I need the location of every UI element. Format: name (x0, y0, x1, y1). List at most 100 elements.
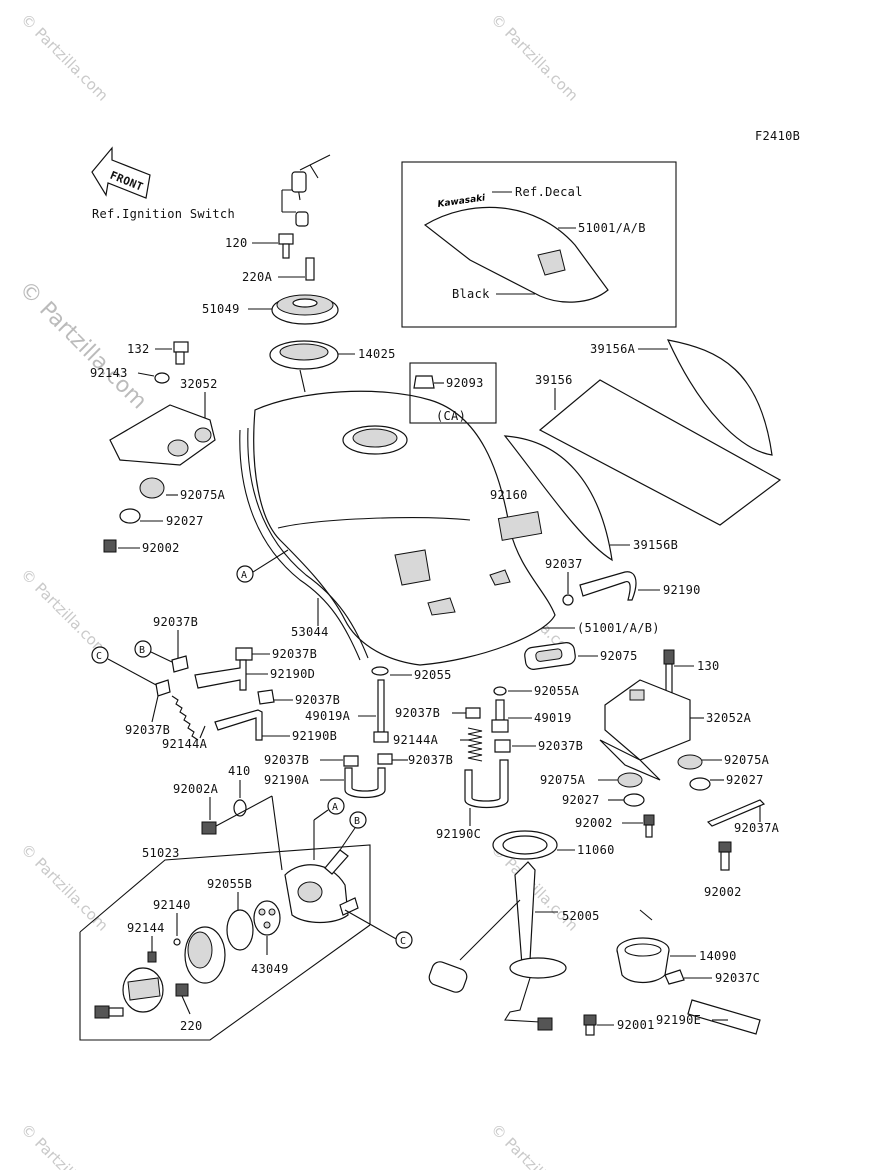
callout-a-marker (236, 565, 254, 583)
label-92190: 92190 (663, 583, 701, 597)
label-92001: 92001 (617, 1018, 655, 1032)
bolt-icon (201, 821, 217, 835)
clamp-icon (494, 739, 511, 753)
label-92037b-7: 92037B (264, 753, 309, 767)
watermark: © Partzilla.com (487, 1120, 582, 1170)
label-92144a-left: 92144A (162, 737, 208, 751)
label-11060: 11060 (577, 843, 615, 857)
watermark: © Partzilla.com (17, 840, 112, 935)
hose-icon (194, 659, 247, 691)
label-92027-left: 92027 (166, 514, 204, 528)
collar-icon (154, 372, 170, 384)
callout-a-label-2: A (332, 802, 338, 813)
side-cover-a-icon (666, 339, 773, 456)
watermark: © Partzilla.com (17, 10, 112, 105)
figure-code: F2410B (755, 129, 800, 143)
washer-icon (119, 508, 141, 524)
clamp-icon (377, 753, 393, 765)
watermark: © Partzilla.com (17, 565, 112, 660)
label-92037c: 92037C (715, 971, 760, 985)
label-92160: 92160 (490, 488, 528, 502)
label-92002-right: 92002 (575, 816, 613, 830)
o-ring-icon (371, 666, 389, 676)
callout-b-label-2: B (354, 816, 360, 827)
label-53044: 53044 (291, 625, 329, 639)
label-410: 410 (228, 764, 251, 778)
label-ref-decal: Ref.Decal (515, 185, 583, 199)
callout-c-marker-2 (395, 931, 413, 949)
rubber-damper-icon (139, 477, 165, 499)
label-92143: 92143 (90, 366, 128, 380)
label-51023: 51023 (142, 846, 180, 860)
ca-box (409, 362, 497, 424)
spring-icon (147, 951, 157, 963)
tank-cover-decal-icon: Kawasaki (423, 193, 609, 303)
label-92027-right-2: 92027 (562, 793, 600, 807)
tank-seal-strip-icon (239, 427, 369, 661)
screw-icon (305, 257, 315, 281)
label-black: Black (452, 287, 490, 301)
front-arrow-icon: FRONT (91, 146, 151, 199)
label-92055: 92055 (414, 668, 452, 682)
label-ca: (CA) (436, 409, 466, 423)
label-92037: 92037 (545, 557, 583, 571)
fuel-tap-pipe-icon (373, 679, 389, 743)
label-220a: 220A (242, 270, 273, 284)
pump-gasket-icon (492, 830, 558, 860)
hose-icon (687, 999, 761, 1035)
label-92037b-3: 92037B (295, 693, 340, 707)
label-92037a: 92037A (734, 821, 780, 835)
label-92190b: 92190B (292, 729, 337, 743)
hose-icon (464, 759, 509, 809)
spring-icon (171, 695, 199, 741)
nut-icon (413, 375, 435, 389)
clamp-icon (465, 707, 481, 719)
fuel-pipe-fitting-icon (491, 699, 509, 733)
label-92093: 92093 (446, 376, 484, 390)
label-92075a-right: 92075A (724, 753, 770, 767)
tank-pad-icon (538, 379, 782, 526)
callout-b-marker (134, 640, 152, 658)
ignition-key-icon (281, 154, 331, 227)
label-92055b: 92055B (207, 877, 252, 891)
gasket-ring-icon (269, 340, 339, 370)
callout-c-marker (91, 646, 109, 664)
washer-icon (689, 777, 711, 791)
label-51001-a-b: 51001/A/B (578, 221, 646, 235)
label-220: 220 (180, 1019, 203, 1033)
hose-icon (344, 767, 386, 799)
label-120: 120 (225, 236, 248, 250)
clamp-icon (343, 755, 359, 767)
screw-icon (175, 983, 189, 997)
strap-icon (706, 799, 766, 827)
label-52005: 52005 (562, 909, 600, 923)
bolt-icon (103, 539, 117, 553)
label-51001-a-b-ref: (51001/A/B) (577, 621, 660, 635)
label-92190d: 92190D (270, 667, 315, 681)
callout-c-label-2: C (400, 936, 406, 947)
bolt-icon (663, 649, 675, 665)
bolt-icon (583, 1014, 597, 1026)
label-92075a-left: 92075A (180, 488, 226, 502)
bolt-icon (173, 341, 189, 353)
label-14090: 14090 (699, 949, 737, 963)
label-92190a: 92190A (264, 773, 310, 787)
clamp-icon (155, 679, 171, 697)
label-132: 132 (127, 342, 150, 356)
label-92037b-2: 92037B (272, 647, 317, 661)
label-92190e: 92190E (656, 1013, 701, 1027)
label-39156: 39156 (535, 373, 573, 387)
label-92002a: 92002A (173, 782, 219, 796)
callout-a-label: A (241, 570, 247, 581)
label-130: 130 (697, 659, 720, 673)
label-32052a: 32052A (706, 711, 752, 725)
label-32052: 32052 (180, 377, 218, 391)
clamp-icon (235, 647, 253, 661)
callout-a-marker-2 (327, 797, 345, 815)
label-92144a-mid: 92144A (393, 733, 439, 747)
fuel-level-sender-icon (428, 861, 567, 1031)
diaphragm-icon (253, 900, 281, 936)
label-92037b-5: 92037B (395, 706, 440, 720)
clamp-icon (171, 655, 189, 673)
label-92027-right: 92027 (726, 773, 764, 787)
